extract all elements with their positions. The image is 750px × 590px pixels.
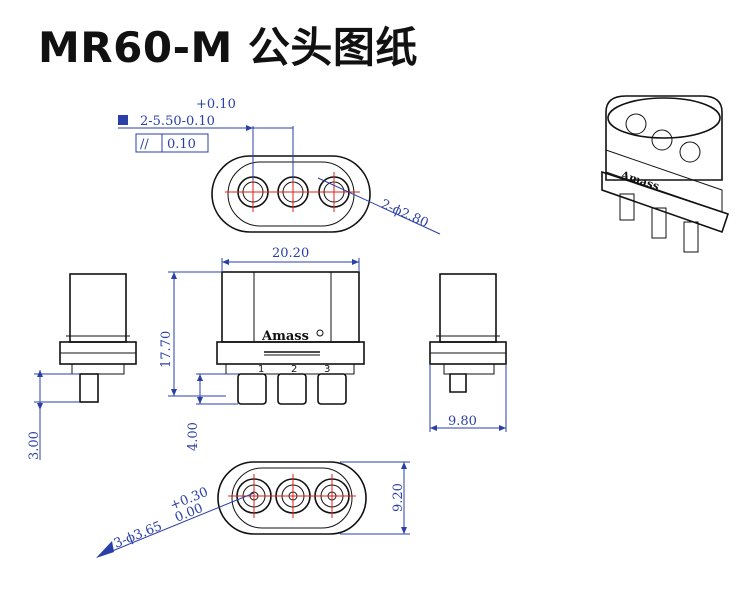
registered-icon bbox=[316, 329, 324, 337]
iso-flange bbox=[601, 170, 730, 234]
page-title: MR60-M 公头图纸 bbox=[38, 23, 418, 72]
flatness-value: 0.10 bbox=[167, 137, 196, 152]
bottom-hole-callout: 3-ϕ3.65 bbox=[112, 519, 164, 552]
bottom-inner-outline bbox=[231, 467, 353, 529]
spacing-dimension bbox=[118, 115, 294, 180]
width-dimension bbox=[221, 258, 360, 272]
hole-callout-leader bbox=[317, 177, 441, 235]
front-pin-length: 4.00 bbox=[186, 422, 201, 451]
flatness-symbol: // bbox=[140, 137, 149, 152]
left-pin bbox=[79, 373, 99, 403]
callout-arrow-icon bbox=[96, 541, 114, 558]
front-flange bbox=[216, 341, 365, 365]
bottom-centerlines bbox=[228, 474, 356, 518]
bottom-view: 3-ϕ3.65 +0.30 0.00 9.20 bbox=[96, 461, 410, 558]
left-offset: 3.00 bbox=[27, 431, 42, 460]
front-height: 17.70 bbox=[159, 331, 174, 368]
front-width: 20.20 bbox=[272, 246, 309, 261]
datum-square-icon bbox=[118, 115, 128, 125]
right-pin bbox=[449, 373, 467, 393]
iso-brand: Amass bbox=[618, 168, 661, 193]
top-view-inner-outline bbox=[227, 161, 355, 227]
bottom-callout-leader bbox=[99, 492, 255, 557]
left-body bbox=[69, 273, 127, 343]
right-depth: 9.80 bbox=[448, 414, 477, 429]
front-pin-2 bbox=[277, 373, 307, 405]
height-dimension bbox=[168, 271, 226, 397]
depth-dimension bbox=[429, 364, 507, 432]
pin-length-dimension bbox=[196, 373, 238, 405]
top-view: +0.10 2-5.50-0.10 // 0.10 2-ϕ2.80 bbox=[118, 97, 441, 235]
pin-label-2: 2 bbox=[291, 364, 297, 375]
bottom-outline bbox=[217, 461, 367, 535]
brand-mark: Amass bbox=[261, 329, 309, 344]
offset-dimension bbox=[34, 370, 80, 460]
flatness-frame: // 0.10 bbox=[135, 133, 209, 153]
pin-label-1: 1 bbox=[258, 364, 264, 375]
right-body bbox=[439, 273, 497, 343]
spacing-tolerance-upper: +0.10 bbox=[196, 97, 236, 112]
bottom-height: 9.20 bbox=[391, 483, 406, 512]
bottom-height-dimension bbox=[340, 461, 410, 535]
right-view: 9.80 bbox=[429, 273, 507, 432]
spacing-label: 2-5.50-0.10 bbox=[140, 114, 215, 129]
left-view: 3.00 bbox=[27, 273, 137, 460]
isometric-view: Amass bbox=[601, 95, 730, 253]
top-hole-callout: 2-ϕ2.80 bbox=[378, 197, 430, 231]
front-view: Amass 1 2 3 20.20 17.70 4.00 bbox=[159, 246, 365, 451]
top-view-outline bbox=[211, 155, 371, 233]
front-pin-1 bbox=[237, 373, 267, 405]
iso-body bbox=[605, 95, 723, 181]
pin-label-3: 3 bbox=[324, 364, 330, 375]
front-pin-3 bbox=[317, 373, 347, 405]
